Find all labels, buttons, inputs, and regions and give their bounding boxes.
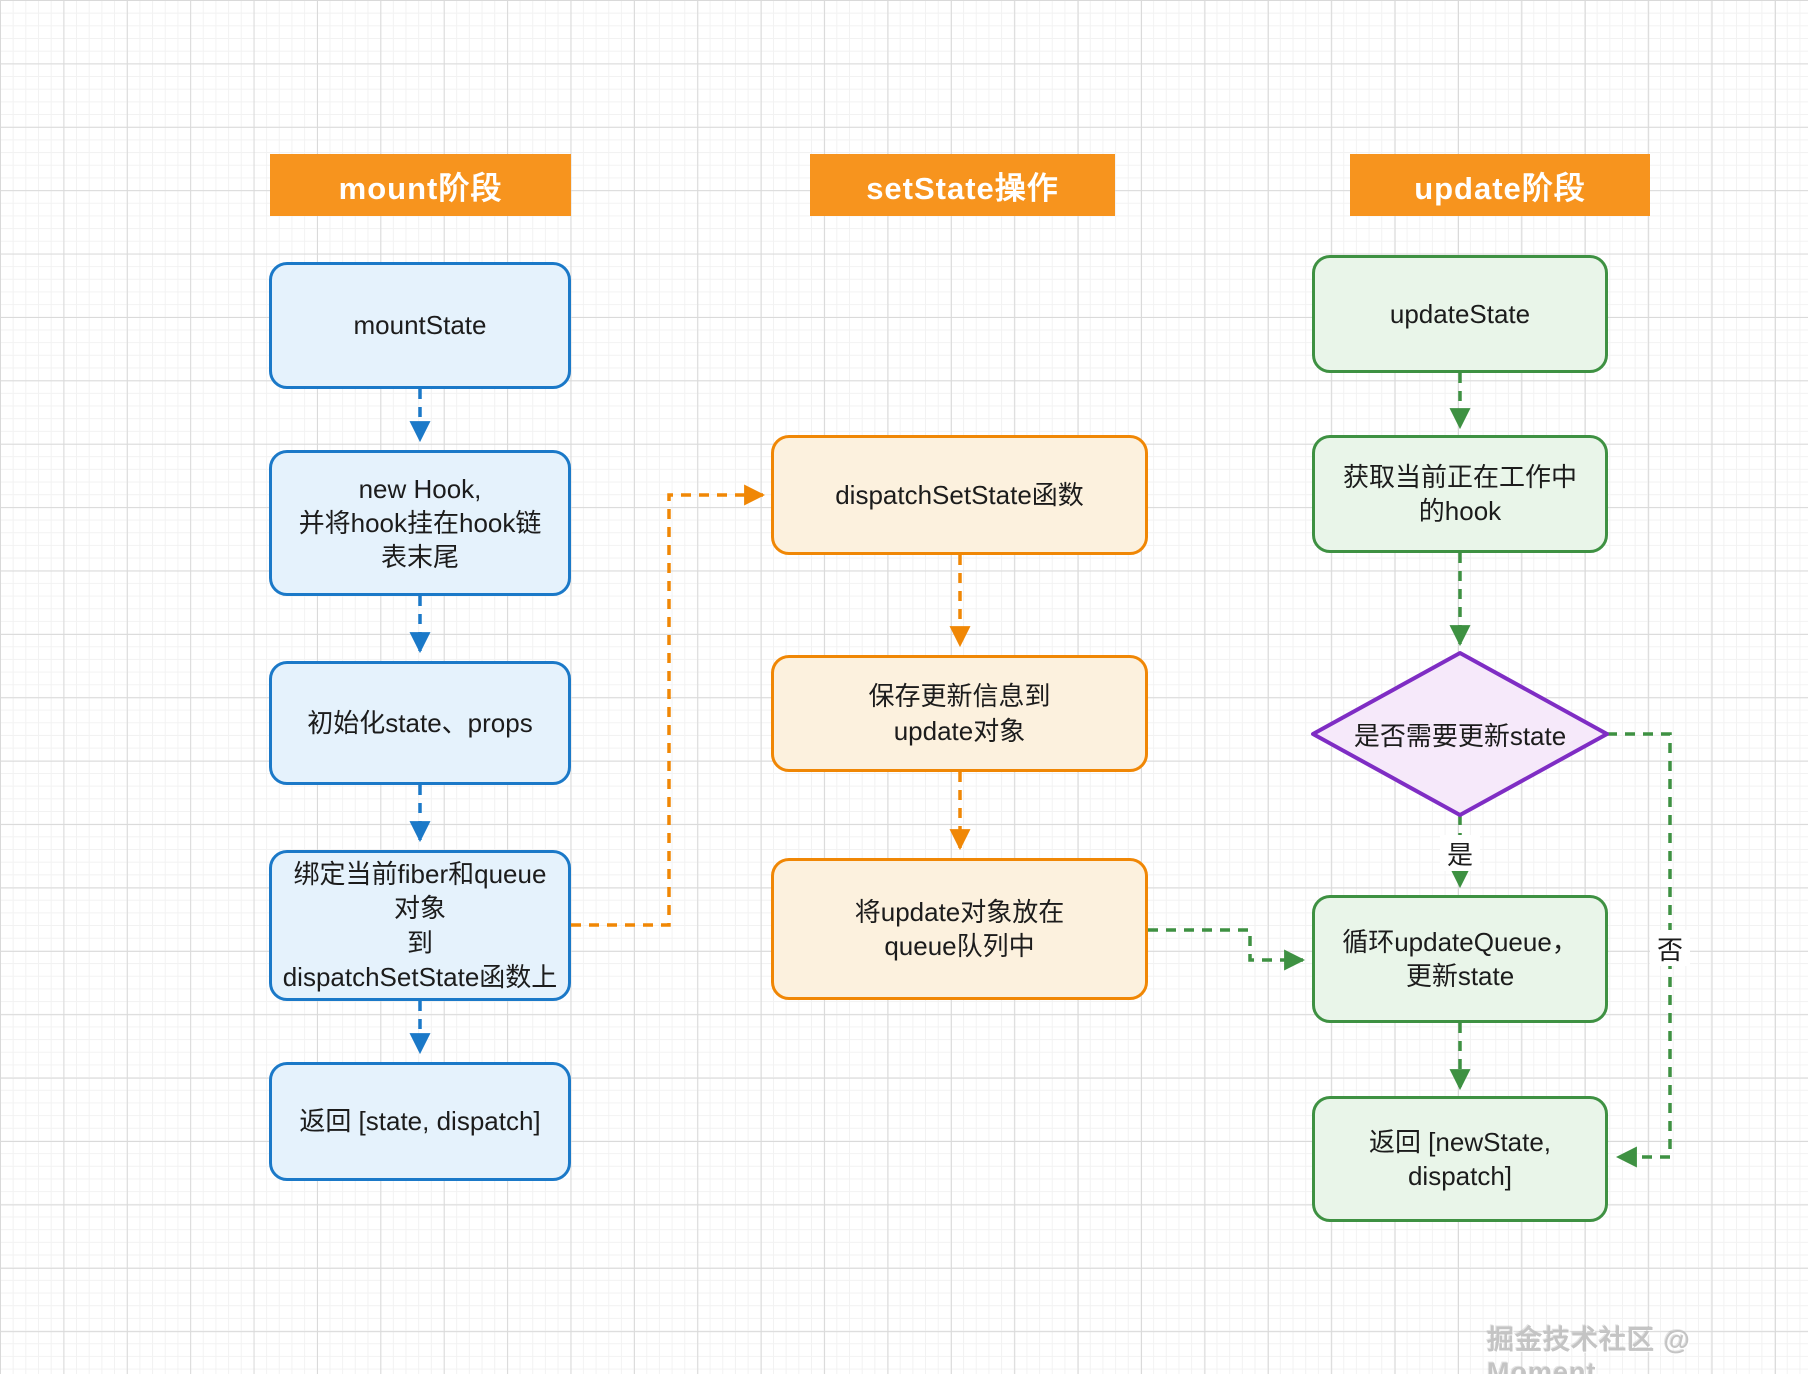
column-header-update: update阶段	[1350, 154, 1650, 216]
node-put-update-in-queue: 将update对象放在 queue队列中	[771, 858, 1148, 1000]
edge-label-yes: 是	[1440, 835, 1480, 871]
node-new-hook: new Hook, 并将hook挂在hook链 表末尾	[269, 450, 571, 596]
column-header-setstate: setState操作	[810, 154, 1115, 216]
node-return-state-dispatch: 返回 [state, dispatch]	[269, 1062, 571, 1181]
node-init-state-props: 初始化state、props	[269, 661, 571, 785]
node-mountstate: mountState	[269, 262, 571, 389]
node-bind-fiber-queue: 绑定当前fiber和queue对象 到 dispatchSetState函数上	[269, 850, 571, 1001]
node-loop-updatequeue: 循环updateQueue， 更新state	[1312, 895, 1608, 1023]
node-return-newstate-dispatch: 返回 [newState, dispatch]	[1312, 1096, 1608, 1222]
node-save-update-info: 保存更新信息到 update对象	[771, 655, 1148, 772]
arrow-bind-to-dispatchsetstate	[571, 484, 766, 927]
watermark: 掘金技术社区 @ Moment	[1487, 1325, 1691, 1374]
node-updatestate: updateState	[1312, 255, 1608, 373]
decision-diamond	[1311, 651, 1609, 817]
decision-label: 是否需要更新state	[1353, 720, 1567, 751]
node-get-working-hook: 获取当前正在工作中 的hook	[1312, 435, 1608, 553]
column-header-mount: mount阶段	[270, 154, 571, 216]
arrow-queue-to-loop	[1148, 928, 1306, 971]
edge-label-no: 否	[1650, 930, 1690, 966]
node-dispatchsetstate: dispatchSetState函数	[771, 435, 1148, 555]
